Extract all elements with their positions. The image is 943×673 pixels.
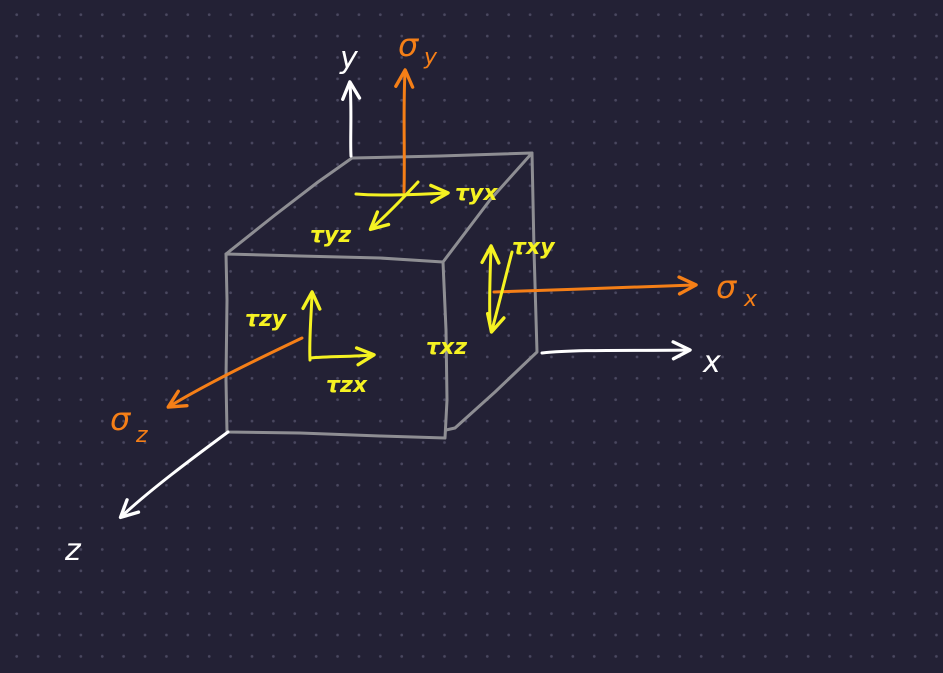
- cube: [224, 151, 539, 440]
- tau-zy-arrow: [301, 290, 322, 362]
- tau-yz-arrow: [368, 180, 420, 232]
- sigma-x-arrow: [492, 275, 698, 296]
- sigma-x-subscript: x: [743, 287, 758, 312]
- tau-xz-arrow: [485, 250, 514, 334]
- cube-right-face: [444, 151, 539, 432]
- sigma-y-symbol: σ: [398, 26, 420, 64]
- normal-stress-arrows: [166, 68, 698, 409]
- tau-zx-label: τzx: [326, 373, 368, 398]
- tau-xy-arrow: [480, 244, 501, 324]
- sigma-z-subscript: z: [135, 423, 148, 448]
- tau-zx-arrow: [308, 346, 376, 367]
- axes: [118, 80, 692, 520]
- y-axis-arrow: [341, 80, 362, 158]
- z-axis-arrow: [118, 430, 230, 520]
- sigma-z-label: σ z: [110, 400, 148, 448]
- sigma-z-symbol: σ: [110, 400, 132, 438]
- sigma-x-label: σ x: [716, 268, 758, 312]
- tau-xz-label: τxz: [426, 335, 467, 360]
- sigma-z-arrow: [166, 336, 304, 409]
- cube-top-face: [224, 151, 534, 264]
- sigma-y-arrow: [394, 68, 415, 194]
- x-axis-arrow: [540, 340, 692, 361]
- tau-yx-arrow: [354, 183, 450, 204]
- tau-yz-label: τyz: [310, 223, 351, 248]
- shear-stress-arrows: [301, 180, 514, 367]
- sigma-y-subscript: y: [423, 45, 438, 70]
- y-axis-label: y: [339, 41, 359, 76]
- tau-yx-label: τyx: [455, 181, 498, 206]
- cube-front-face: [224, 252, 449, 440]
- sigma-x-symbol: σ: [716, 268, 738, 306]
- x-axis-label: x: [702, 345, 721, 380]
- tau-zy-label: τzy: [245, 307, 288, 332]
- tau-xy-label: τxy: [512, 235, 556, 260]
- sigma-y-label: σ y: [398, 26, 438, 70]
- z-axis-label: z: [64, 533, 82, 568]
